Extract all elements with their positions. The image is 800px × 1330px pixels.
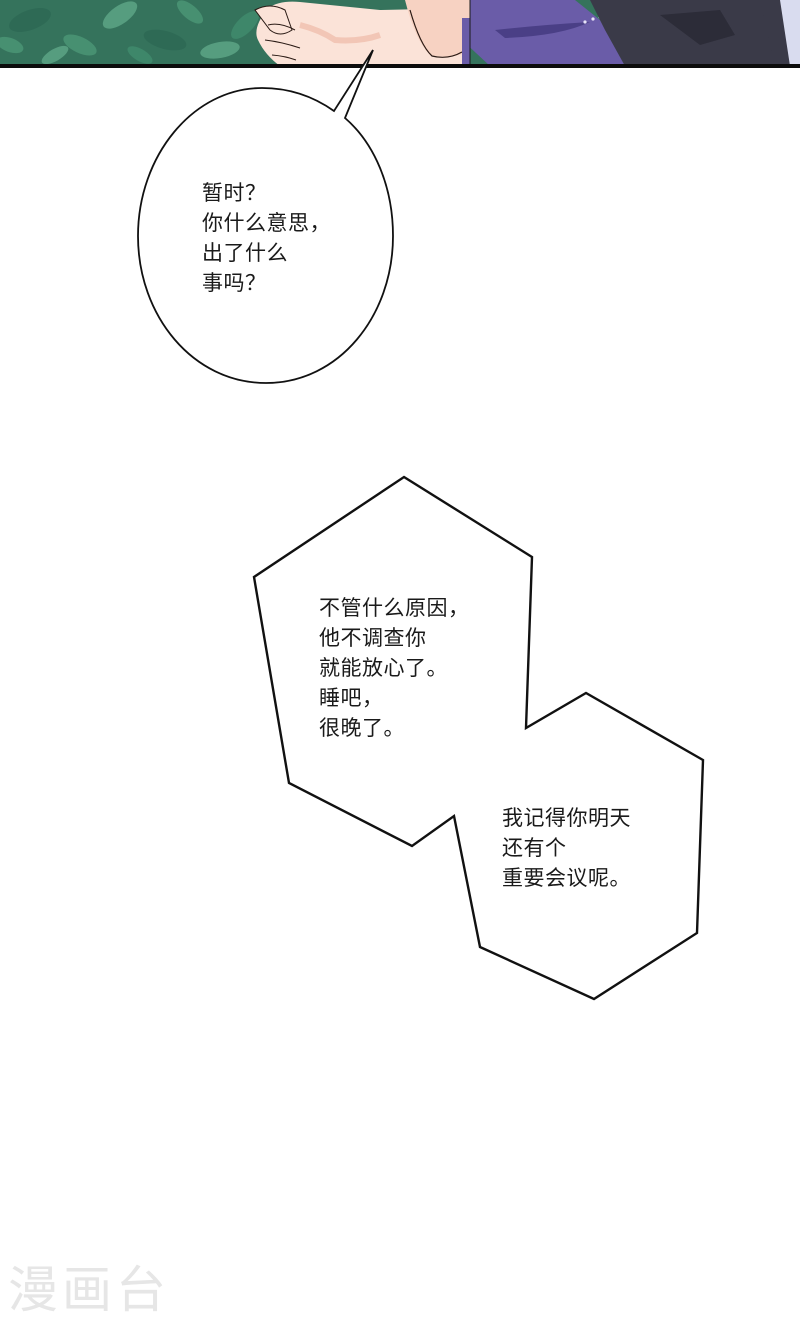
watermark-logo: 漫画台: [8, 1261, 170, 1319]
bubble-3-line-2: 还有个: [502, 836, 567, 860]
panel-border: [0, 64, 800, 68]
bubble-2-line-3: 就能放心了。: [319, 656, 448, 680]
foliage-leaves: [0, 0, 259, 65]
bubble-2-line-2: 他不调查你: [319, 626, 427, 650]
art-panel-top: [0, 0, 800, 66]
bubble-1-line-4: 事吗？: [202, 271, 267, 295]
bubble-2-line-1: 不管什么原因，: [319, 596, 470, 620]
bubble-3-line-1: 我记得你明天: [502, 806, 631, 830]
speech-bubble-oval: [137, 49, 394, 384]
speech-bubble-hexagon-1: [252, 475, 705, 1001]
bubble-2-text: 不管什么原因， 他不调查你 就能放心了。 睡吧， 很晚了。: [319, 593, 470, 743]
bubble-1-line-3: 出了什么: [202, 241, 288, 265]
bubble-2-line-5: 很晚了。: [319, 716, 405, 740]
bubble-3-line-3: 重要会议呢。: [502, 866, 631, 890]
bubble-3-text: 我记得你明天 还有个 重要会议呢。: [502, 803, 631, 893]
bubble-1-text: 暂时？ 你什么意思， 出了什么 事吗？: [202, 178, 331, 298]
panel-artwork-illustration: [0, 0, 800, 66]
bubble-2-line-4: 睡吧，: [319, 686, 384, 710]
bubble-1-line-2: 你什么意思，: [202, 211, 331, 235]
bubble-1-line-1: 暂时？: [202, 181, 267, 205]
